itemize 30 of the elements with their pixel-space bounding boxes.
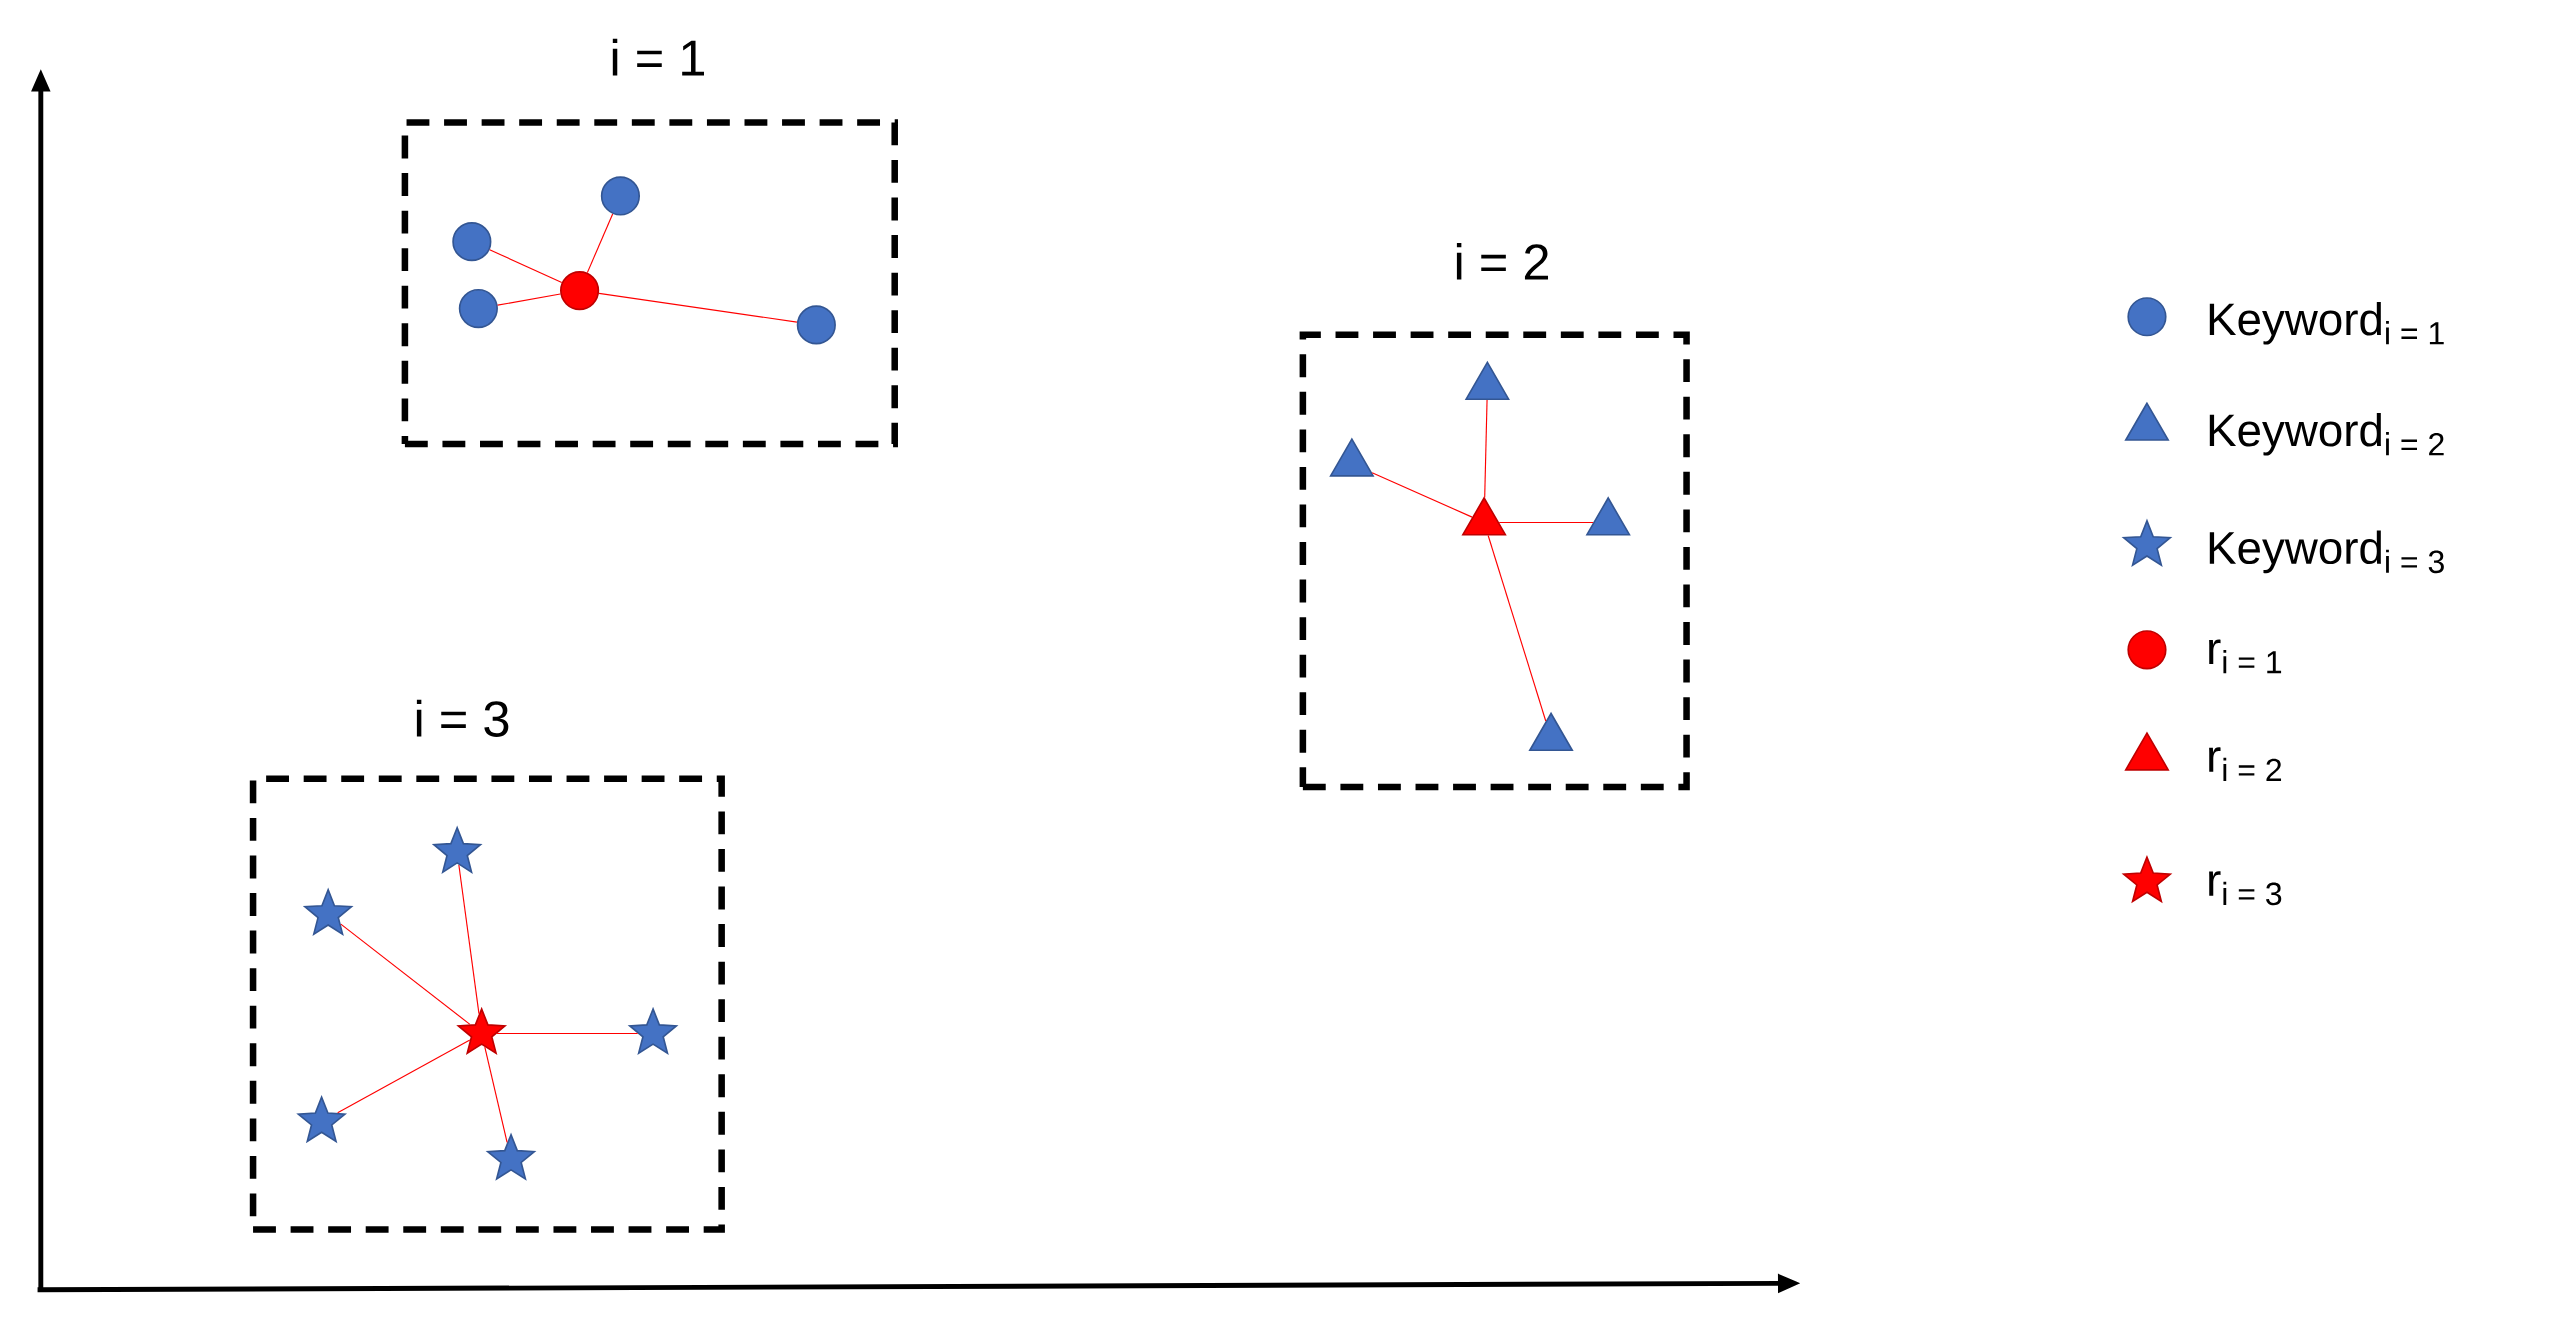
circle-marker (452, 222, 492, 262)
circle-marker (560, 271, 600, 311)
dashed-box (1299, 331, 1690, 791)
connector-line (1487, 535, 1547, 722)
connector-line (489, 249, 563, 284)
connector-line (1371, 472, 1473, 518)
legend-label: Keyword$_{i = 2}$ (2209, 413, 2444, 456)
dashed-box (401, 119, 898, 448)
connector-line (340, 923, 471, 1026)
connector-line (497, 293, 561, 306)
legend-label: r$_{i = 3}$ (2209, 871, 2282, 906)
box-title: i = 1 (612, 38, 704, 76)
connector-line (598, 292, 798, 323)
connector-line (458, 864, 480, 1015)
legend-label: r$_{i = 1}$ (2209, 639, 2282, 674)
circle-marker (796, 305, 836, 345)
box-title: i = 2 (1456, 243, 1548, 280)
connector-line (484, 1046, 508, 1144)
box-title: i = 3 (416, 699, 509, 738)
dashed-box (249, 775, 725, 1233)
legend-label: r$_{i = 2}$ (2209, 747, 2282, 782)
connector-line (337, 1039, 471, 1114)
circle-marker (600, 176, 640, 216)
legend-label: Keyword$_{i = 3}$ (2209, 530, 2444, 574)
connector-line (586, 213, 614, 274)
connector-line (1484, 399, 1488, 499)
connector-line (496, 1033, 639, 1035)
connector-line (1498, 522, 1594, 524)
legend-label: Keyword$_{i = 1}$ (2209, 302, 2444, 345)
circle-marker (458, 289, 498, 329)
